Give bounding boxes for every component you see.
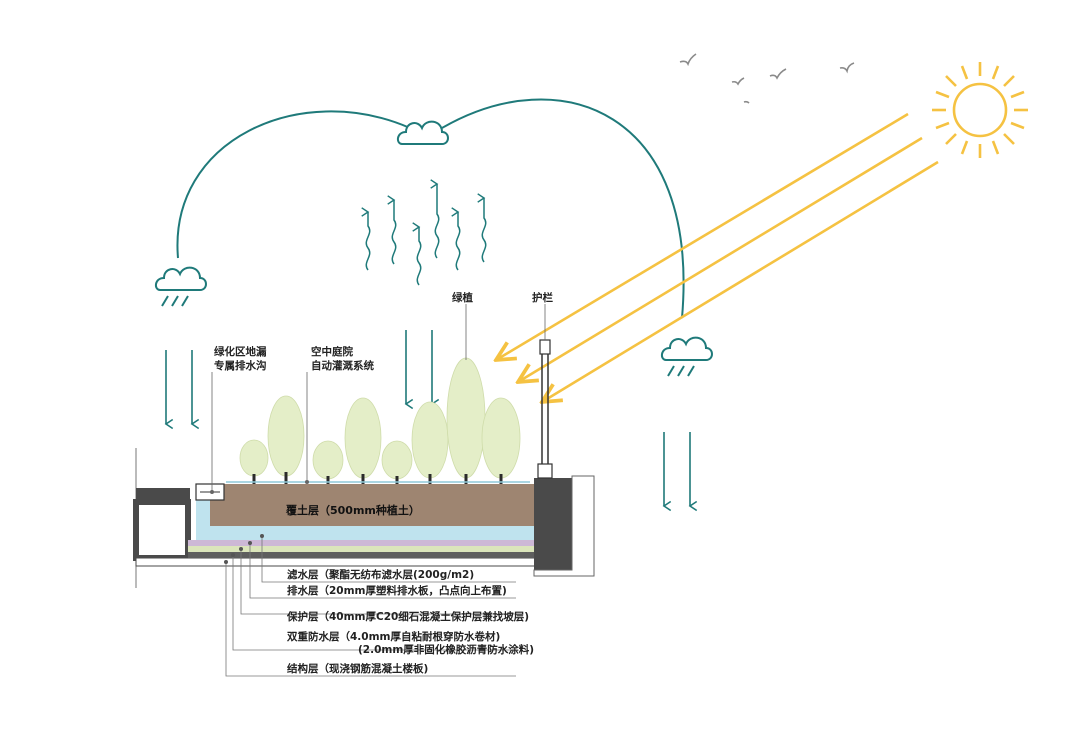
evaporation-arrow: [430, 179, 440, 259]
layer-leader-dots: [224, 534, 264, 564]
rain-arrows: [164, 330, 698, 512]
protection-layer: [188, 546, 534, 552]
tree-icon: [411, 401, 449, 479]
sun-rays: [496, 112, 939, 402]
structural-slab: [135, 557, 537, 567]
waterproof-layer: [188, 552, 534, 558]
bird-icon: [743, 100, 750, 104]
railing-icon: [537, 339, 553, 479]
evaporation-arrows: [361, 179, 487, 286]
railing-label: 护栏: [532, 291, 553, 304]
trees: [239, 357, 521, 480]
greenery-label: 绿植: [452, 291, 473, 304]
tree-icon: [344, 397, 382, 479]
sun-icon: [932, 62, 1028, 158]
parapet-wall: [534, 478, 572, 570]
bird-icon: [839, 62, 855, 74]
left-cycle-arc: [176, 110, 411, 259]
waterproof-layer-label-line2: (2.0mm厚非固化橡胶沥青防水涂料): [358, 643, 534, 656]
irrigation-label-line1: 空中庭院: [311, 345, 353, 358]
waterproof-layer-label: 双重防水层（4.0mm厚自粘耐根穿防水卷材): [286, 630, 500, 643]
evaporation-arrow: [387, 195, 397, 265]
drain-label-line1: 绿化区地漏: [214, 345, 267, 358]
structural-layer-label: 结构层（现浇钢筋混凝土楼板): [287, 662, 428, 675]
birds: [679, 53, 855, 104]
evaporation-arrow: [412, 222, 422, 286]
tree-icon: [239, 439, 269, 477]
rain-cloud-icon: [154, 266, 207, 307]
bird-icon: [769, 68, 787, 80]
drainage-layer: [188, 540, 534, 546]
soil-layer-label: 覆土层（500mm种植土）: [286, 503, 420, 517]
building-section: [133, 448, 595, 588]
protection-layer-label: 保护层（40mm厚C20细石混凝土保护层兼找坡层): [286, 610, 529, 623]
drain-label-line2: 专属排水沟: [214, 359, 267, 372]
right-cycle-arc: [441, 98, 685, 319]
tree-icon: [481, 397, 521, 479]
bird-icon: [679, 53, 697, 67]
top-leader-lines: [211, 304, 546, 492]
tree-icon: [267, 395, 305, 477]
tree-icon: [446, 357, 486, 479]
layer-leader-lines: [225, 536, 516, 677]
soil-layer: [210, 484, 534, 526]
sun-ray: [518, 136, 923, 382]
drainage-layer-label: 排水层（20mm厚塑料排水板，凸点向上布置): [287, 584, 507, 597]
irrigation-label-line2: 自动灌溉系统: [311, 359, 374, 372]
cloud-icon: [396, 120, 449, 145]
water-cycle-arcs: [176, 98, 685, 319]
rain-cloud-icon: [660, 336, 713, 377]
bird-icon: [731, 77, 745, 86]
sun-ray: [542, 160, 939, 402]
evaporation-arrow: [361, 207, 371, 271]
tree-icon: [312, 440, 344, 480]
filter-layer-label: 滤水层（聚酯无纺布滤水层(200g/m2): [287, 568, 474, 581]
evaporation-arrow: [477, 193, 487, 263]
tree-icon: [381, 440, 413, 480]
leader-dots: [210, 480, 309, 494]
filter-layer: [204, 526, 534, 540]
left-slab: [136, 488, 190, 502]
sun-ray: [496, 112, 909, 360]
evaporation-arrow: [451, 207, 461, 271]
